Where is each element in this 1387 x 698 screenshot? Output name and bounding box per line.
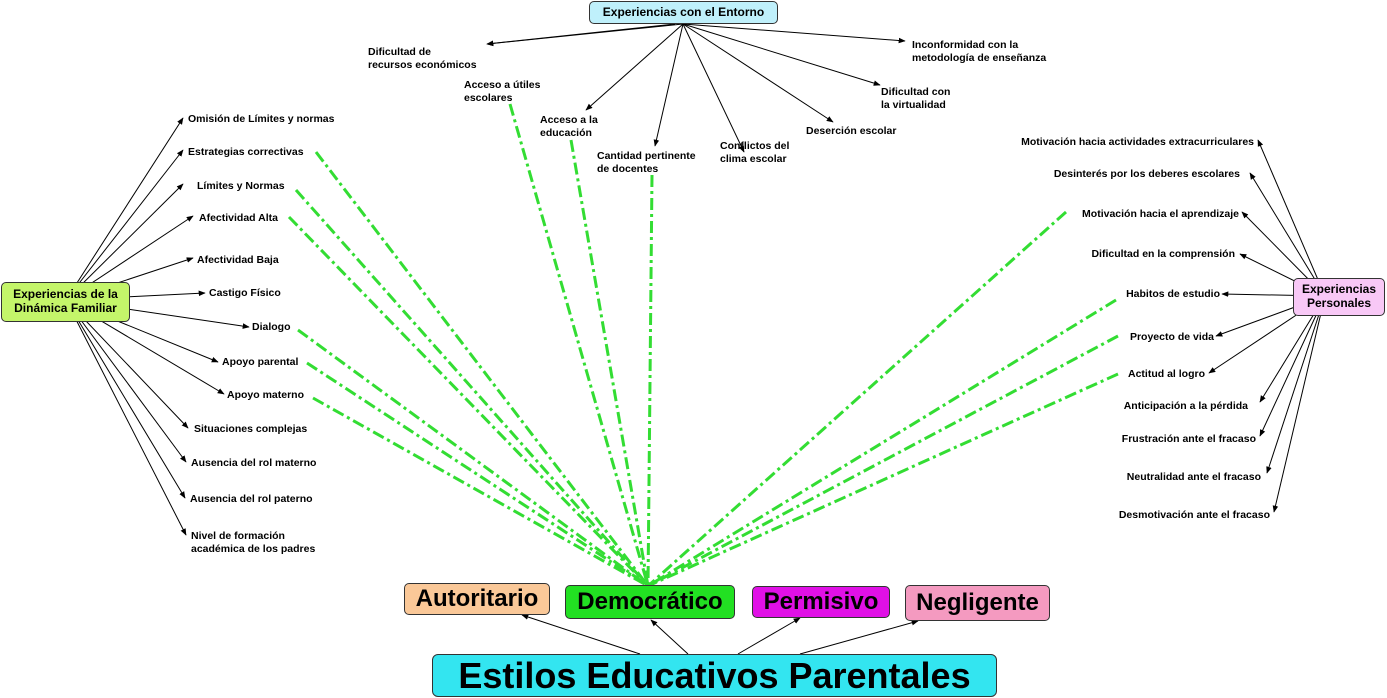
link-to-democratico [306,361,649,588]
familiar-item-apoyo-materno: Apoyo materno [227,389,305,401]
link-to-democratico [647,334,1119,588]
category-node-label: Experiencias de la Dinámica Familiar [13,287,118,315]
connector-personal-item [1259,295,1326,437]
connector-personal-item [1257,139,1326,297]
personal-item-desinteres-deberes: Desinterés por los deberes escolares [1053,168,1240,180]
personal-item-neutralidad-fracaso: Neutralidad ante el fracaso [1126,471,1261,483]
link-to-democratico [647,298,1117,588]
personal-item-desmotivacion-fracaso: Desmotivación ante el fracaso [1118,509,1270,521]
style-node-negligente[interactable]: Negligente [905,585,1050,621]
familiar-item-nivel-formacion: Nivel de formación académica de los padr… [191,530,316,555]
entorno-item-acceso-educacion: Acceso a la educación [540,114,598,139]
connector-personal-item [1249,172,1326,297]
connector-familiar-item [65,149,184,301]
entorno-item-dificultad-recursos: Dificultad de recursos económicos [368,46,477,71]
connector-personal-item [1266,295,1326,474]
entorno-item-cantidad-docentes: Cantidad pertinente de docentes [597,150,696,175]
connector-familiar-item [65,299,186,499]
link-to-democratico [312,396,649,588]
personal-item-motivacion-extracurriculares: Motivación hacia actividades extracurric… [1021,136,1254,148]
personal-item-motivacion-aprendizaje: Motivación hacia el aprendizaje [1082,208,1239,220]
entorno-item-acceso-utiles: Acceso a útiles escolares [464,79,541,104]
link-to-democratico [314,151,650,587]
connector-entorno-item [585,23,684,111]
link-to-democratico [646,210,1068,588]
familiar-item-afectividad-baja: Afectividad Baja [197,254,279,266]
connector-entorno-item [486,23,676,47]
personal-item-anticipacion-perdida: Anticipación a la pérdida [1123,400,1248,412]
familiar-item-ausencia-rol-materno: Ausencia del rol materno [191,457,317,469]
link-to-democratico [297,328,649,588]
link-to-democratico [508,103,650,587]
familiar-item-estrategias-correctivas: Estrategias correctivas [188,146,304,158]
familiar-item-dialogo: Dialogo [252,321,291,333]
category-node-experiencias-entorno[interactable]: Experiencias con el Entorno [589,1,778,24]
personal-item-frustracion-fracaso: Frustración ante el fracaso [1121,433,1256,445]
connector-entorno-item [682,23,906,44]
connector-familiar-item [65,183,184,301]
entorno-item-inconformidad-metodologia: Inconformidad con la metodología de ense… [912,39,1047,64]
connector-familiar-item [65,299,187,463]
connector-familiar-item [65,117,184,301]
familiar-item-omision-limites: Omisión de Límites y normas [188,113,335,125]
style-node-permisivo[interactable]: Permisivo [752,586,890,618]
connector-entorno-item [682,23,881,86]
category-node-label: Experiencias Personales [1301,282,1377,310]
familiar-item-situaciones-complejas: Situaciones complejas [194,423,308,435]
style-node-label: Autoritario [415,585,539,613]
link-to-democratico [569,139,650,587]
connector-personal-item [1272,295,1326,513]
connector-entorno-item [682,23,745,153]
category-node-dinamica-familiar[interactable]: Experiencias de la Dinámica Familiar [1,282,130,322]
personal-item-habitos-estudio: Habitos de estudio [1126,288,1220,300]
familiar-item-afectividad-alta: Afectividad Alta [199,212,278,224]
style-node-label: Permisivo [763,588,879,616]
entorno-item-conflictos-clima: Conflictos del clima escolar [720,140,790,165]
connector-root-permisivo [737,617,801,655]
personal-item-dificultad-comprension: Dificultad en la comprensión [1091,248,1235,260]
personal-item-actitud-logro: Actitud al logro [1128,368,1205,380]
root-node-label: Estilos Educativos Parentales [458,654,971,696]
style-node-label: Negligente [916,589,1039,617]
style-node-autoritario[interactable]: Autoritario [404,583,550,615]
style-node-label: Democrático [577,588,723,616]
connector-root-autoritario [521,614,641,655]
entorno-item-desercion: Deserción escolar [806,125,897,137]
link-to-democratico [287,215,650,588]
connector-entorno-item [682,23,834,123]
category-node-experiencias-personales[interactable]: Experiencias Personales [1293,278,1385,316]
link-to-democratico [294,189,650,587]
connector-root-negligente [799,620,919,655]
connector-root-democratico [650,619,689,655]
link-to-democratico [647,372,1119,588]
style-node-democratico[interactable]: Democrático [565,585,735,619]
familiar-item-apoyo-parental: Apoyo parental [222,356,299,368]
personal-item-proyecto-vida: Proyecto de vida [1129,331,1214,343]
familiar-item-castigo-fisico: Castigo Físico [209,287,281,299]
entorno-item-virtualidad: Dificultad con la virtualidad [881,86,951,111]
link-to-democratico [646,174,654,587]
category-node-label: Experiencias con el Entorno [602,4,765,19]
connector-familiar-item [65,299,187,536]
familiar-item-limites-normas: Límites y Normas [197,180,285,192]
root-node-estilos-educativos-parentales[interactable]: Estilos Educativos Parentales [432,654,997,697]
connector-entorno-item [653,23,684,147]
familiar-item-ausencia-rol-paterno: Ausencia del rol paterno [190,493,313,505]
